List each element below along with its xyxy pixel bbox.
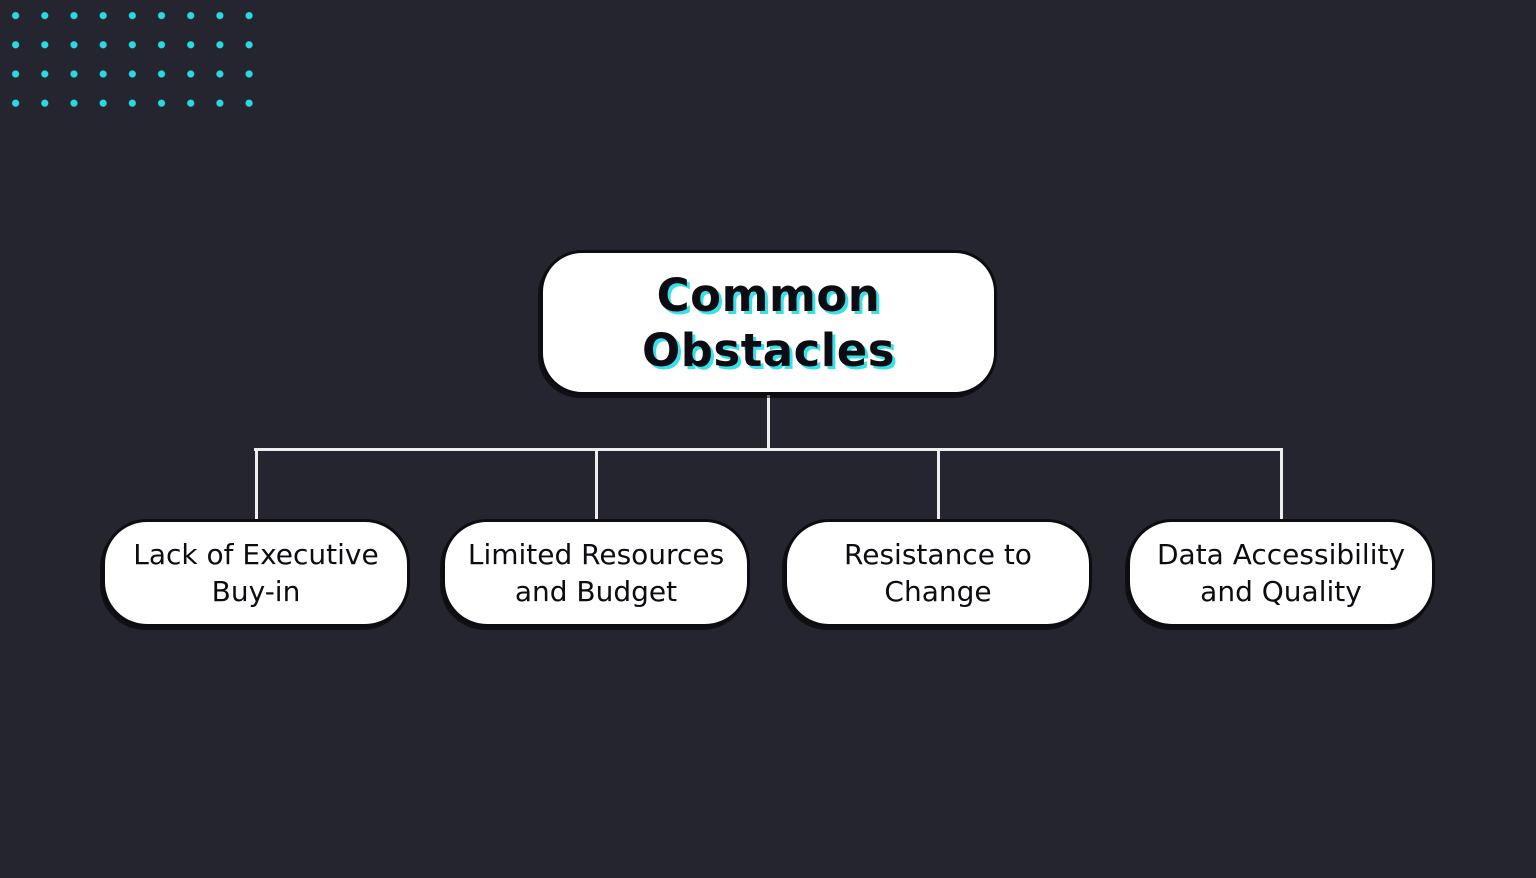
node-resistance-to-change: Resistance to Change [784, 519, 1092, 627]
node-label-line: Resistance to [844, 538, 1032, 571]
node-label-line: Change [884, 575, 992, 608]
node-lack-of-executive-buy-in: Lack of Executive Buy-in [102, 519, 410, 627]
connector-horizontal-rail [254, 448, 1283, 451]
node-label-line: Data Accessibility [1156, 538, 1406, 571]
connector-root-stub [767, 393, 770, 450]
connector-drop-4 [1280, 448, 1283, 522]
dot-pattern-decoration [1, 1, 264, 118]
node-label-line: and Budget [514, 575, 678, 608]
node-label-line: and Quality [1200, 575, 1362, 608]
connector-drop-3 [937, 448, 940, 522]
node-data-accessibility-and-quality: Data Accessibility and Quality [1127, 519, 1435, 627]
node-common-obstacles: Common Obstacles [540, 250, 997, 395]
node-title-line: Common [656, 268, 881, 322]
node-label-line: Limited Resources [467, 538, 725, 571]
node-label-line: Lack of Executive [133, 538, 379, 571]
connector-drop-1 [255, 448, 258, 522]
connector-drop-2 [595, 448, 598, 522]
node-limited-resources-and-budget: Limited Resources and Budget [442, 519, 750, 627]
node-label-line: Buy-in [211, 575, 301, 608]
node-title-line: Obstacles [641, 323, 896, 377]
